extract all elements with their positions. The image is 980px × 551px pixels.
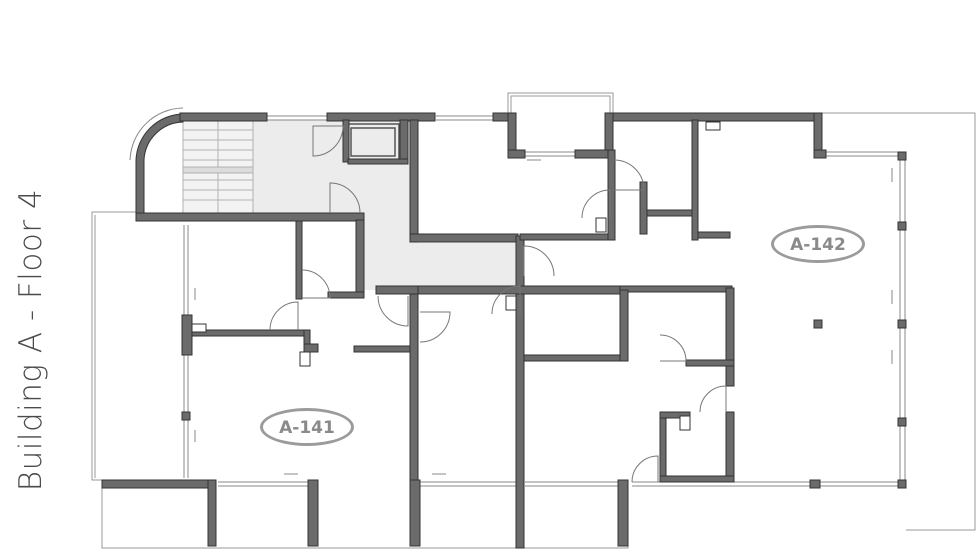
door-swings (269, 125, 727, 483)
unit-label-a141[interactable]: A-141 (260, 408, 354, 446)
unit-label-a142-text: A-142 (790, 235, 846, 255)
corridor-shading (183, 118, 520, 290)
unit-label-a142[interactable]: A-142 (771, 225, 865, 263)
curved-wall (129, 107, 184, 217)
floor-title: Building A - Floor 4 (13, 188, 49, 492)
unit-label-a141-text: A-141 (279, 418, 335, 438)
sliding-door-markers (194, 159, 893, 475)
walls (101, 112, 907, 549)
stairs (182, 119, 254, 216)
